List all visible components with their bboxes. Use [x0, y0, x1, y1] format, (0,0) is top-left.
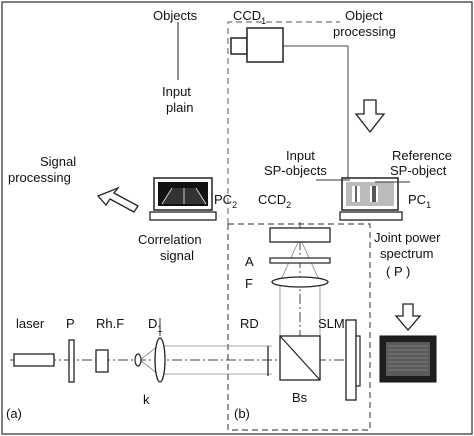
- lens-d1: [154, 337, 166, 383]
- object-processing-label-2: processing: [333, 24, 396, 39]
- correlation-signal-label-1: Correlation: [138, 232, 202, 247]
- top-dashed-path: [227, 21, 340, 224]
- bs-label: Bs: [292, 390, 308, 405]
- panel-b-label: (b): [234, 406, 250, 421]
- k-label: k: [143, 392, 150, 407]
- panel-b-dashed-box: [227, 223, 371, 431]
- ccd2-label: CCD2: [258, 192, 291, 210]
- ccd2-block: [269, 227, 331, 243]
- d1-label: D1: [148, 316, 162, 334]
- lens-f: [271, 276, 329, 288]
- joint-power-label-2: spectrum: [380, 246, 433, 261]
- joint-power-label-3: ( P ): [386, 264, 410, 279]
- objects-label: Objects: [153, 8, 198, 23]
- p-label: P: [66, 316, 75, 331]
- reference-sp-label-1: Reference: [392, 148, 452, 163]
- f-label: F: [245, 276, 253, 291]
- signal-processing-arrow: [96, 186, 139, 213]
- rhomb-filter: [95, 349, 109, 373]
- a-label: A: [245, 254, 254, 269]
- slm-label: SLM: [318, 316, 345, 331]
- pc1-computer: [339, 177, 403, 221]
- lens-k: [134, 353, 142, 367]
- beam-splitter: [279, 335, 321, 381]
- slm-mount: [355, 335, 361, 387]
- laser-label: laser: [16, 316, 45, 331]
- pc1-label: PC1: [408, 192, 431, 210]
- beam-lines: [139, 237, 321, 375]
- signal-processing-label-2: processing: [8, 170, 71, 185]
- laser-source: [13, 353, 55, 367]
- reference-sp-label-2: SP-object: [390, 163, 447, 178]
- slm-plate: [345, 319, 357, 401]
- pc2-computer: [149, 177, 217, 221]
- panel-a-label: (a): [6, 406, 22, 421]
- ccd1-camera: [230, 27, 284, 63]
- input-plain-label-1: Input: [162, 84, 191, 99]
- pc2-label: PC2: [214, 192, 237, 210]
- correlation-signal-label-2: signal: [160, 248, 194, 263]
- object-processing-label-1: Object: [345, 8, 383, 23]
- joint-power-label-1: Joint power: [374, 230, 441, 245]
- down-arrow-to-pc1: [354, 99, 386, 134]
- joint-power-spectrum-image: [379, 335, 437, 383]
- input-sp-label-1: Input: [286, 148, 315, 163]
- ccd1-label: CCD1: [233, 8, 266, 26]
- down-arrow-to-spectrum: [394, 303, 422, 331]
- rhf-label: Rh.F: [96, 316, 124, 331]
- polarizer-p: [68, 339, 75, 383]
- input-plain-label-2: plain: [166, 100, 193, 115]
- analyzer-a: [269, 257, 331, 264]
- rd-label: RD: [240, 316, 259, 331]
- input-sp-label-2: SP-objects: [264, 163, 327, 178]
- signal-processing-label-1: Signal: [40, 154, 76, 169]
